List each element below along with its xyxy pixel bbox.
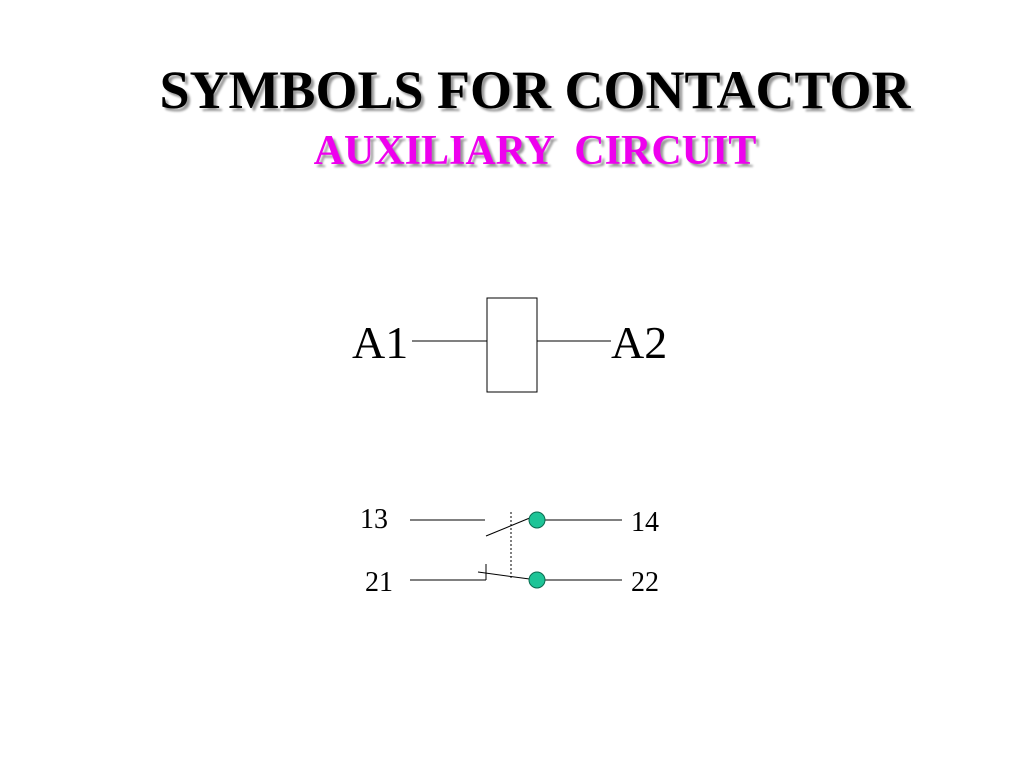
no-contact-label-13: 13 bbox=[360, 504, 388, 535]
nc-contact-blade bbox=[477, 571, 538, 581]
nc-contact: 21 22 bbox=[365, 564, 659, 598]
slide-subtitle: AUXILIARY CIRCUIT bbox=[313, 128, 757, 174]
no-contact-label-14: 14 bbox=[631, 507, 659, 538]
coil-box bbox=[486, 297, 538, 393]
nc-contact-label-21: 21 bbox=[365, 567, 393, 598]
slide-title: SYMBOLS FOR CONTACTOR bbox=[159, 60, 911, 120]
coil-label-a2: A2 bbox=[611, 317, 667, 368]
nc-contact-label-22: 22 bbox=[631, 567, 659, 598]
coil-symbol: A1 A2 bbox=[352, 297, 667, 393]
nc-contact-terminal-dot bbox=[528, 571, 546, 589]
no-contact-terminal-dot bbox=[528, 511, 546, 529]
coil-label-a1: A1 bbox=[352, 317, 408, 368]
no-contact: 13 14 bbox=[360, 504, 659, 538]
